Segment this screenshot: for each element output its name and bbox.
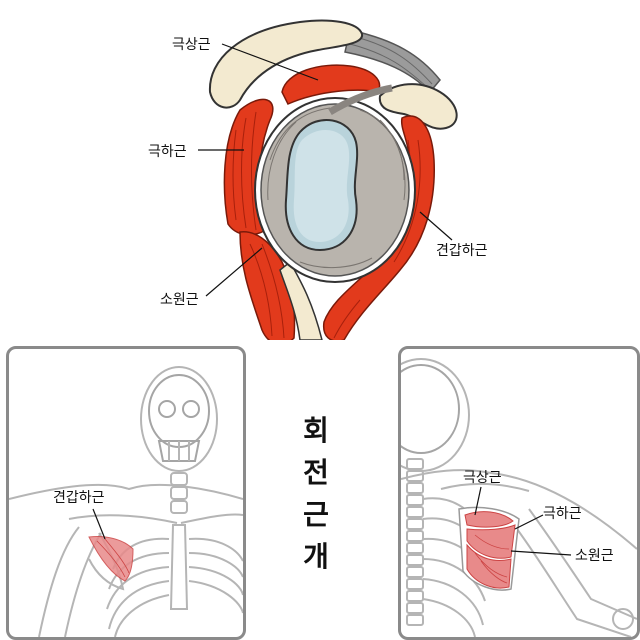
title-char-4: 개 [303, 540, 329, 573]
posterior-view-panel: 극상근 극하근 소원근 [398, 346, 640, 640]
left-leader-line [92, 508, 106, 540]
teres-minor-highlight [466, 543, 512, 589]
right-label-teres-minor: 소원근 [575, 548, 614, 564]
subscapularis-highlight [88, 536, 134, 582]
coracoid-bone [378, 83, 458, 130]
title-char-1: 회 [303, 414, 329, 447]
top-label-supraspinatus: 극상근 [172, 37, 211, 53]
biceps-tendon [328, 84, 393, 116]
supraspinatus-highlight [464, 511, 514, 528]
right-label-supraspinatus: 극상근 [463, 470, 502, 486]
title-char-2: 전 [303, 456, 329, 489]
top-label-teres-minor: 소원근 [160, 292, 199, 308]
title-char-3: 근 [303, 498, 329, 531]
top-label-infraspinatus: 극하근 [148, 144, 187, 160]
top-label-subscapularis: 견갑하근 [436, 243, 488, 259]
left-label-subscapularis: 견갑하근 [53, 490, 105, 506]
right-label-infraspinatus: 극하근 [543, 506, 582, 522]
shoulder-joint-illustration [198, 19, 458, 340]
acromion-bone [208, 19, 363, 109]
anterior-skeleton [9, 366, 243, 637]
figure-title: 회 전 근 개 [296, 410, 336, 578]
scapula-lower-bone [279, 260, 323, 340]
top-leader-lines [198, 43, 453, 297]
infraspinatus-highlight [466, 524, 516, 559]
right-leader-lines [474, 486, 572, 556]
anterior-view-panel: 견갑하근 [6, 346, 246, 640]
posterior-skeleton [401, 358, 637, 637]
supraspinatus-muscle [281, 64, 381, 105]
